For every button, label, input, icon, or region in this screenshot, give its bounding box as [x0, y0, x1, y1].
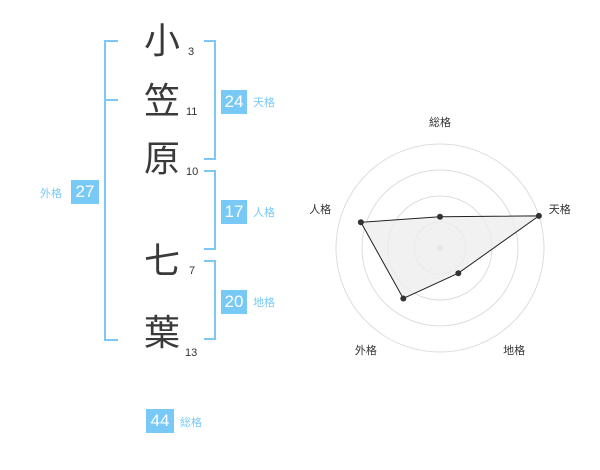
axis-chikaku-label: 地格: [503, 343, 525, 357]
stroke-count-2: 11: [186, 106, 198, 118]
tenkaku-label: 天格: [253, 96, 275, 109]
gaikaku-value: 27: [71, 180, 99, 204]
radar-point-gaikaku: [400, 295, 407, 302]
radar-ring-4: [335, 143, 545, 353]
soukaku-label: 総格: [180, 416, 202, 429]
axis-jinkaku-label: 人格: [309, 202, 331, 216]
stroke-count-1: 3: [188, 46, 195, 58]
axis-soukaku-label: 総格: [429, 115, 451, 129]
chikaku-bracket: [204, 260, 216, 340]
stroke-count-4: 7: [189, 265, 196, 277]
jinkaku-value: 17: [221, 200, 247, 224]
axis-tenkaku-label: 天格: [549, 202, 571, 216]
axis-gaikaku-label: 外格: [355, 343, 377, 357]
name-char-1: 小: [143, 21, 180, 62]
tenkaku-value: 24: [221, 90, 247, 114]
chikaku-value: 20: [221, 290, 247, 314]
name-char-3: 原: [143, 139, 180, 180]
gaikaku-bracket: [104, 40, 118, 341]
gaikaku-label: 外格: [40, 187, 62, 200]
tenkaku-bracket: [204, 40, 216, 160]
chikaku-label: 地格: [253, 296, 275, 309]
radar-point-chikaku: [455, 270, 462, 277]
radar-point-tenkaku: [535, 212, 542, 219]
radar-ring-3: [361, 169, 519, 327]
radar-series: [357, 212, 542, 302]
stroke-count-5: 13: [185, 347, 198, 359]
name-char-5: 葉: [143, 313, 180, 354]
radar-polygon: [360, 215, 541, 300]
name-char-2: 笠: [143, 81, 180, 122]
radar-point-soukaku: [437, 213, 443, 220]
jinkaku-label: 人格: [253, 206, 275, 219]
radar-point-jinkaku: [357, 219, 364, 226]
jinkaku-bracket: [204, 170, 216, 250]
name-char-4: 七: [143, 241, 180, 282]
soukaku-value: 44: [146, 409, 174, 433]
stroke-count-3: 10: [186, 166, 199, 178]
gaikaku-bracket-tick: [104, 99, 118, 101]
